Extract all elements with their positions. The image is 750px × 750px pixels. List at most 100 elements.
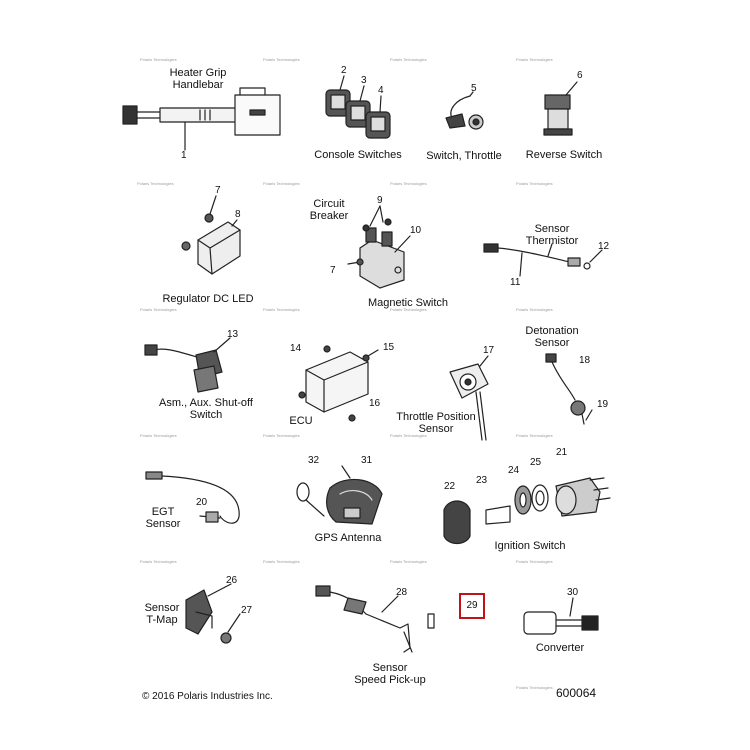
callout-number: 24 (508, 465, 520, 476)
magnetic-switch-drawing (347, 205, 411, 289)
label-ignition-switch: Ignition Switch (494, 540, 566, 552)
watermark: Polaris Technologies (263, 307, 300, 312)
label-line: Circuit (313, 198, 345, 210)
watermark: Polaris Technologies (390, 307, 427, 312)
watermark: Polaris Technologies (390, 559, 427, 564)
label-ecu: ECU (289, 415, 313, 427)
watermark: Polaris Technologies (390, 181, 427, 186)
watermark: Polaris Technologies (516, 181, 553, 186)
label-circuit-breaker: Circuit Breaker (306, 198, 352, 222)
watermark: Polaris Technologies (140, 433, 177, 438)
callout-number: 32 (308, 455, 320, 466)
detonation-sensor-drawing (545, 353, 593, 425)
callout-number: 21 (556, 447, 568, 458)
label-throttle-position: Throttle Position Sensor (390, 411, 482, 435)
heater-grip-drawing (122, 87, 281, 151)
label-heater-grip: Heater Grip Handlebar (158, 67, 238, 91)
label-speed-pickup: Sensor Speed Pick-up (350, 662, 430, 686)
label-line: Detonation (525, 325, 579, 337)
speed-pickup-drawing (315, 585, 435, 653)
callout-number: 14 (290, 343, 302, 354)
highlighted-callout-box[interactable]: 29 (459, 593, 485, 619)
watermark: Polaris Technologies (390, 57, 427, 62)
switch-throttle-drawing (445, 91, 484, 130)
egt-sensor-drawing (145, 471, 240, 524)
label-line: Sensor (534, 337, 570, 349)
label-sensor-tmap: Sensor T-Map (140, 602, 184, 626)
label-line: Sensor (418, 423, 454, 435)
label-line: Sensor (534, 223, 570, 235)
sensor-tmap-drawing (185, 583, 241, 644)
callout-number: 29 (466, 600, 478, 611)
callout-number: 1 (181, 150, 187, 161)
label-line: Handlebar (172, 79, 224, 91)
callout-number: 30 (567, 587, 579, 598)
converter-drawing (523, 597, 599, 635)
label-line: Thermistor (525, 235, 579, 247)
callout-number: 9 (377, 195, 383, 206)
callout-number: 10 (410, 225, 422, 236)
label-line: Heater Grip (169, 67, 227, 79)
callout-number: 4 (378, 85, 384, 96)
label-converter: Converter (535, 642, 585, 654)
watermark: Polaris Technologies (263, 57, 300, 62)
label-switch-throttle: Switch, Throttle (426, 150, 502, 162)
label-regulator: Regulator DC LED (162, 293, 254, 305)
ignition-switch-drawing (443, 477, 611, 545)
callout-number: 27 (241, 605, 253, 616)
label-line: Breaker (309, 210, 349, 222)
label-gps-antenna: GPS Antenna (314, 532, 382, 544)
label-line: Sensor (372, 662, 408, 674)
callout-number: 26 (226, 575, 238, 586)
console-switches-drawing (325, 75, 391, 139)
label-line: Asm., Aux. Shut-off (159, 397, 253, 409)
label-sensor-thermistor: Sensor Thermistor (522, 223, 582, 247)
watermark: Polaris Technologies (516, 57, 553, 62)
callout-number: 2 (341, 65, 347, 76)
label-egt-sensor: EGT Sensor (140, 506, 186, 530)
watermark: Polaris Technologies (140, 307, 177, 312)
callout-number: 20 (196, 497, 208, 508)
label-line: Sensor (144, 602, 180, 614)
label-line: Throttle Position (396, 411, 476, 423)
watermark: Polaris Technologies (140, 57, 177, 62)
label-line: Speed Pick-up (354, 674, 426, 686)
callout-number: 7 (330, 265, 336, 276)
label-aux-shutoff: Asm., Aux. Shut-off Switch (158, 397, 254, 421)
watermark: Polaris Technologies (516, 307, 553, 312)
regulator-drawing (181, 195, 241, 275)
callout-number: 12 (598, 241, 610, 252)
label-line: EGT (151, 506, 175, 518)
watermark: Polaris Technologies (516, 433, 553, 438)
callout-number: 18 (579, 355, 591, 366)
callout-number: 31 (361, 455, 373, 466)
gps-antenna-drawing (296, 465, 383, 525)
callout-number: 23 (476, 475, 488, 486)
watermark: Polaris Technologies (263, 181, 300, 186)
callout-number: 3 (361, 75, 367, 86)
watermark: Polaris Technologies (390, 433, 427, 438)
callout-number: 13 (227, 329, 239, 340)
callout-number: 8 (235, 209, 241, 220)
watermark: Polaris Technologies (263, 559, 300, 564)
callout-number: 16 (369, 398, 381, 409)
sensor-thermistor-drawing (483, 243, 603, 277)
watermark: Polaris Technologies (137, 181, 174, 186)
callout-number: 17 (483, 345, 495, 356)
callout-number: 11 (510, 277, 521, 288)
label-magnetic-switch: Magnetic Switch (367, 297, 449, 309)
watermark: Polaris Technologies (516, 685, 553, 690)
copyright-text: © 2016 Polaris Industries Inc. (142, 691, 273, 702)
throttle-position-drawing (449, 355, 489, 441)
reverse-switch-drawing (543, 81, 578, 136)
watermark: Polaris Technologies (516, 559, 553, 564)
callout-number: 6 (577, 70, 583, 81)
label-line: Switch (189, 409, 223, 421)
watermark: Polaris Technologies (263, 433, 300, 438)
aux-shutoff-drawing (144, 337, 231, 393)
callout-number: 15 (383, 342, 395, 353)
callout-number: 5 (471, 83, 477, 94)
label-line: Sensor (145, 518, 181, 530)
